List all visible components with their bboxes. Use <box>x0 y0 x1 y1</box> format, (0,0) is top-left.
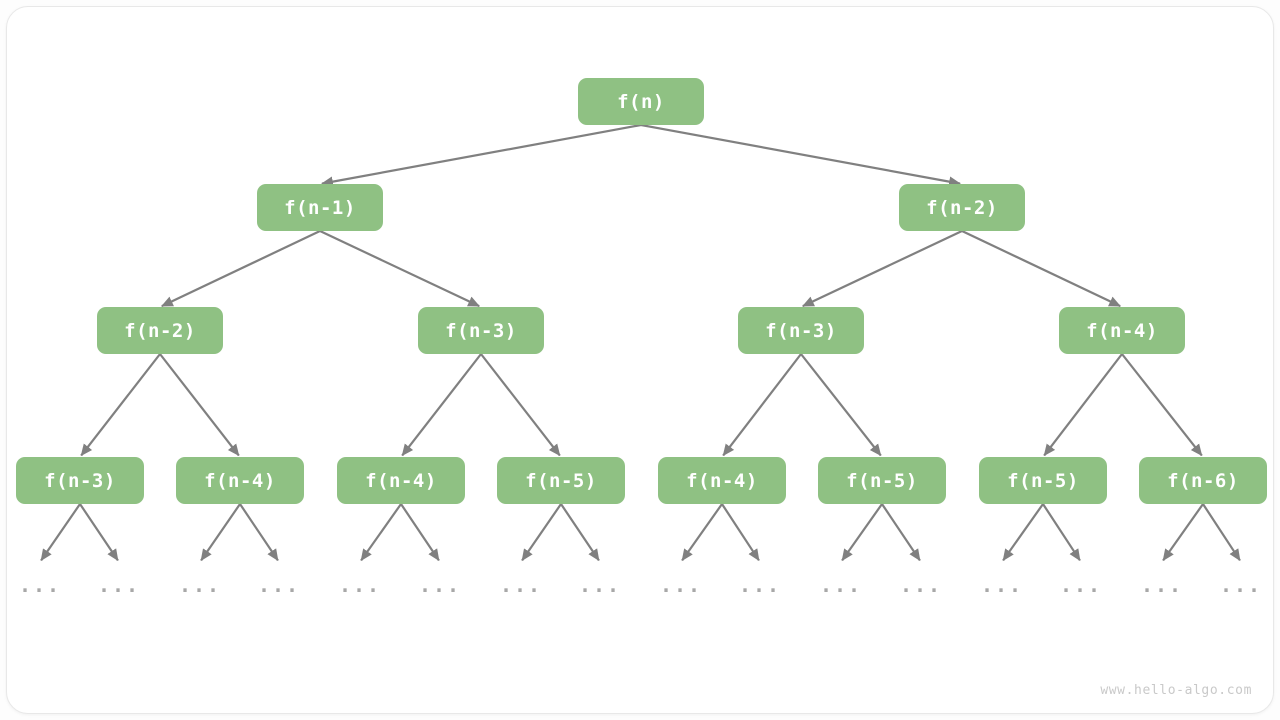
tree-node[interactable]: f(n-1) <box>257 184 383 231</box>
ellipsis-marker: ... <box>18 573 62 597</box>
tree-node[interactable]: f(n) <box>578 78 704 125</box>
ellipsis-marker: ... <box>738 573 782 597</box>
tree-node[interactable]: f(n-4) <box>337 457 465 504</box>
tree-node[interactable]: f(n-2) <box>899 184 1025 231</box>
ellipsis-marker: ... <box>178 573 222 597</box>
tree-node[interactable]: f(n-4) <box>658 457 786 504</box>
tree-node[interactable]: f(n-6) <box>1139 457 1267 504</box>
ellipsis-marker: ... <box>418 573 462 597</box>
ellipsis-marker: ... <box>980 573 1024 597</box>
tree-node[interactable]: f(n-3) <box>738 307 864 354</box>
ellipsis-marker: ... <box>1219 573 1263 597</box>
ellipsis-marker: ... <box>578 573 622 597</box>
tree-node[interactable]: f(n-4) <box>1059 307 1185 354</box>
tree-node[interactable]: f(n-5) <box>979 457 1107 504</box>
ellipsis-marker: ... <box>338 573 382 597</box>
tree-node[interactable]: f(n-4) <box>176 457 304 504</box>
ellipsis-marker: ... <box>257 573 301 597</box>
tree-node[interactable]: f(n-5) <box>818 457 946 504</box>
tree-node[interactable]: f(n-3) <box>418 307 544 354</box>
ellipsis-marker: ... <box>1140 573 1184 597</box>
tree-node[interactable]: f(n-3) <box>16 457 144 504</box>
tree-node[interactable]: f(n-5) <box>497 457 625 504</box>
ellipsis-marker: ... <box>819 573 863 597</box>
ellipsis-marker: ... <box>499 573 543 597</box>
ellipsis-marker: ... <box>97 573 141 597</box>
ellipsis-marker: ... <box>659 573 703 597</box>
watermark: www.hello-algo.com <box>1100 683 1252 698</box>
ellipsis-marker: ... <box>899 573 943 597</box>
tree-node[interactable]: f(n-2) <box>97 307 223 354</box>
ellipsis-marker: ... <box>1059 573 1103 597</box>
